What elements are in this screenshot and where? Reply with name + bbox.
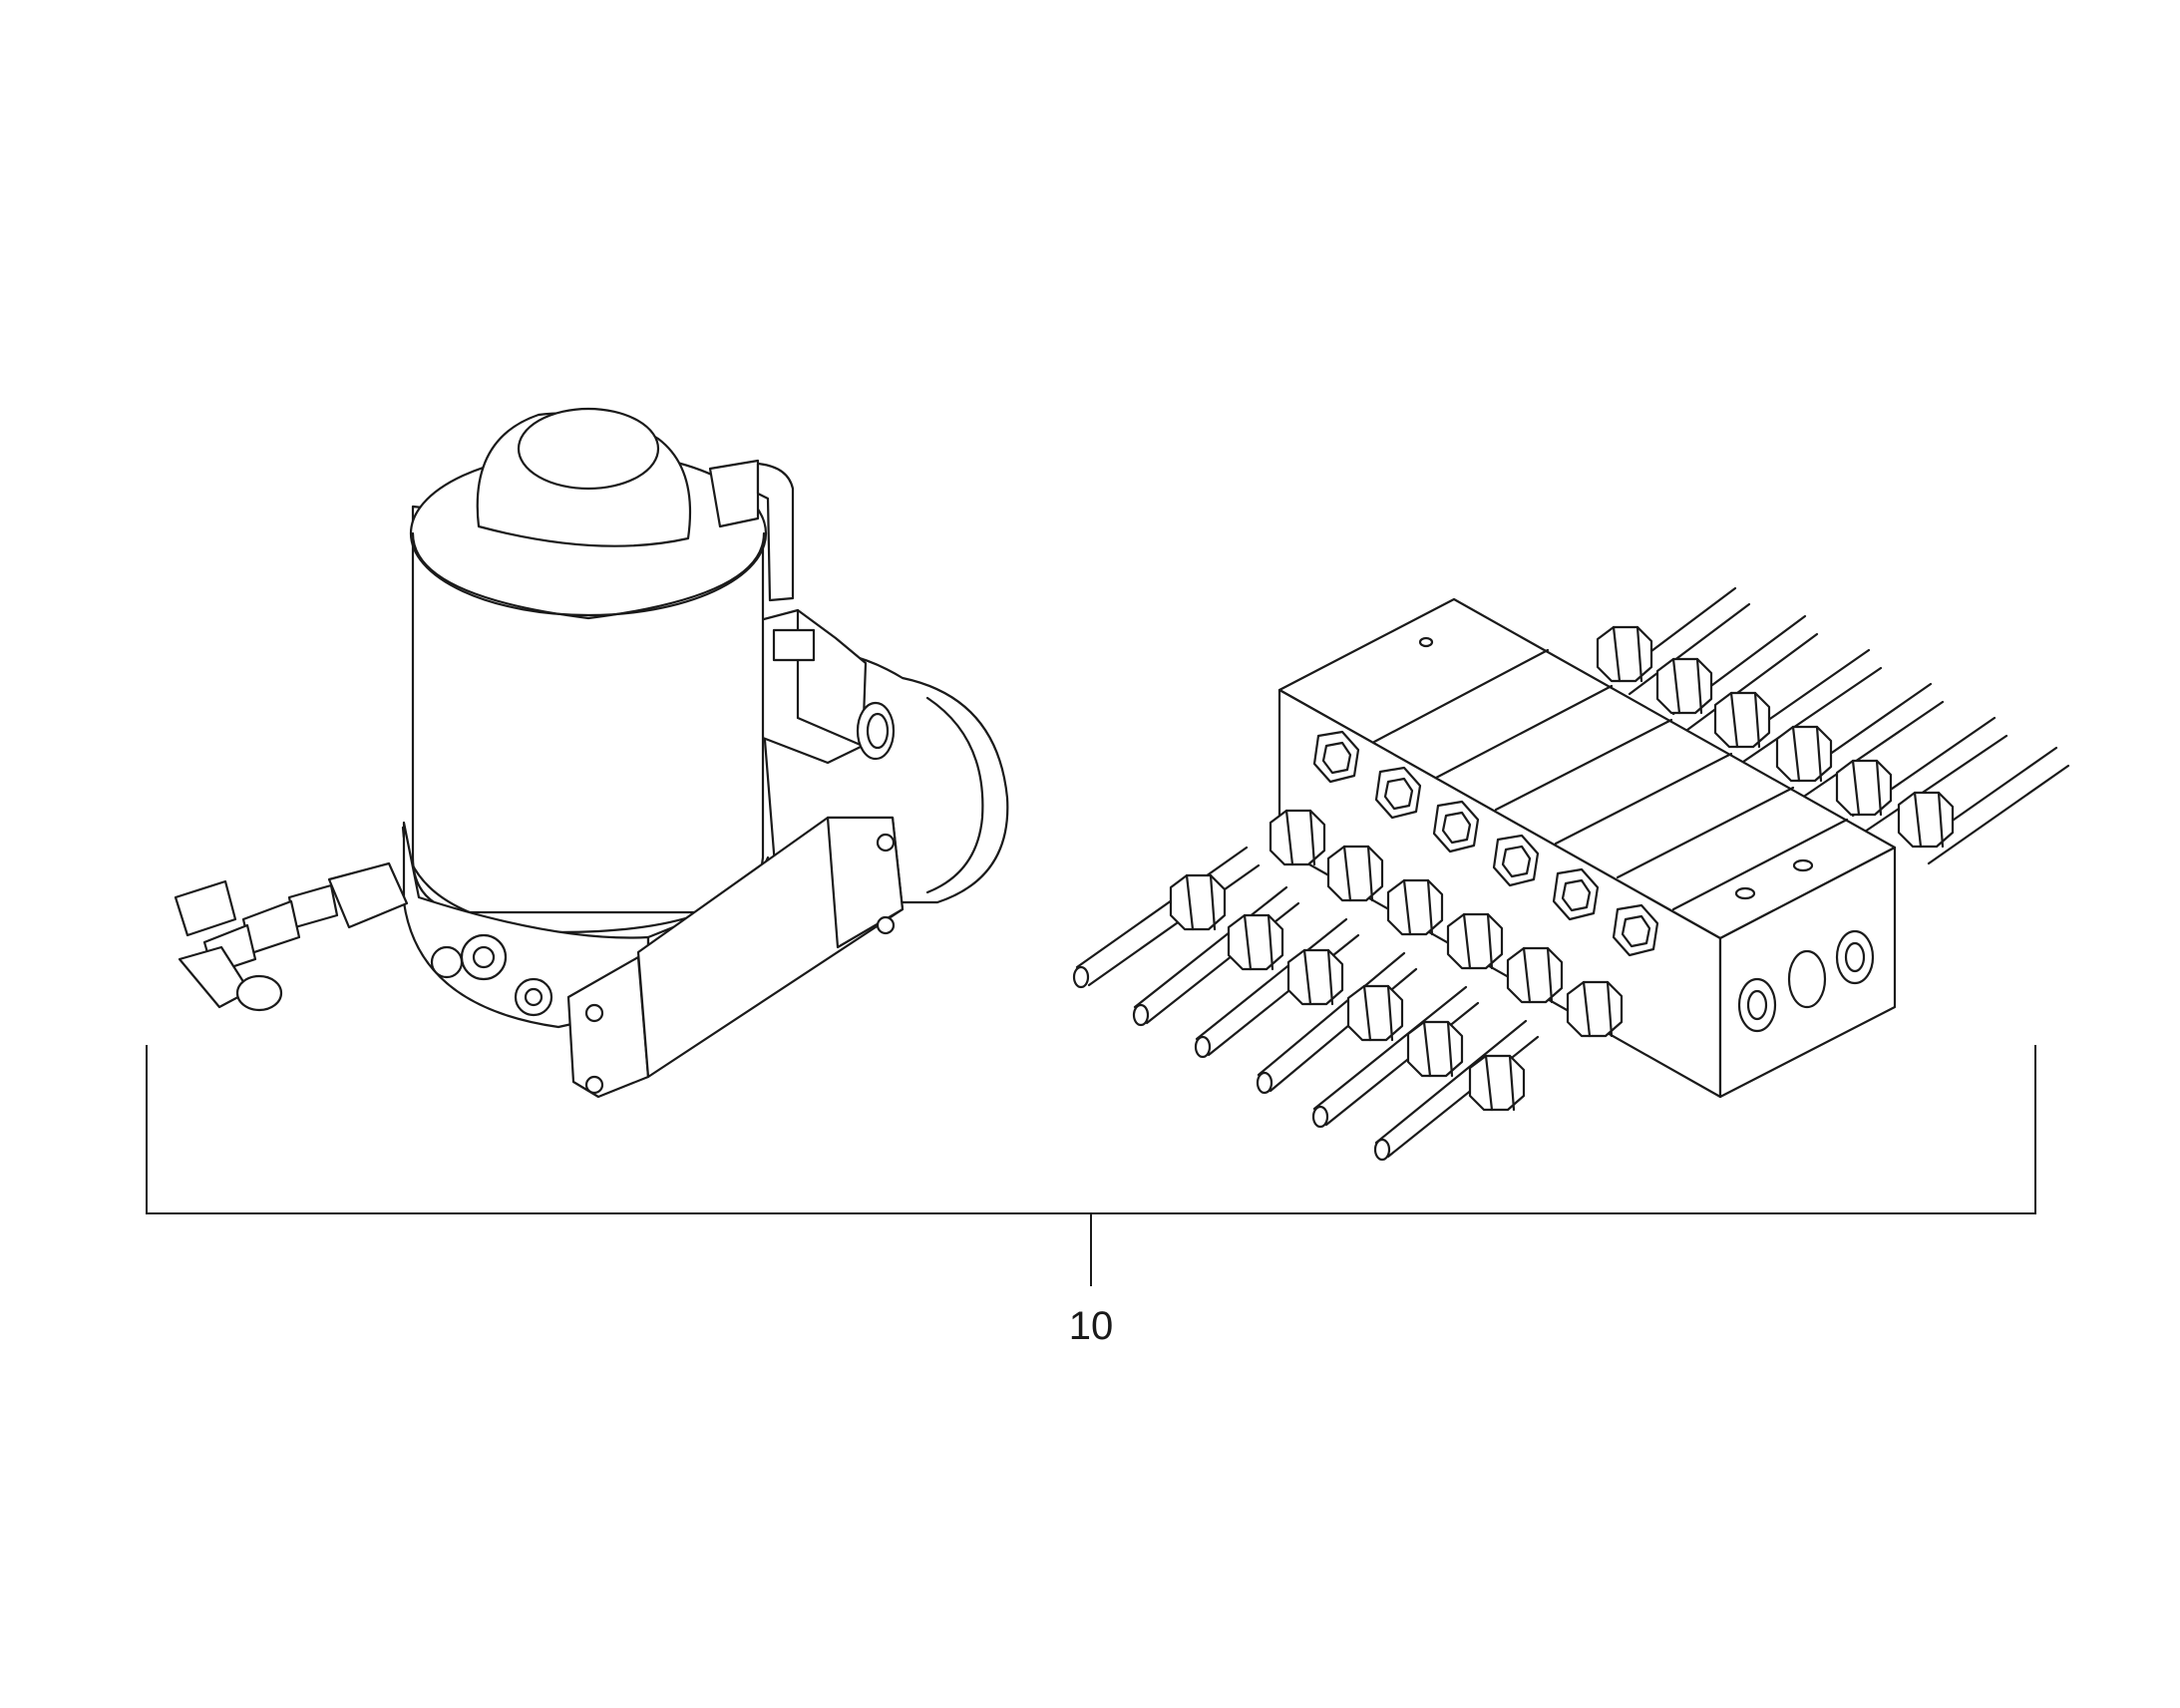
callout-10: 10: [146, 1045, 2036, 1348]
distributor-assembly: [1072, 586, 2070, 1162]
pump-assembly: [174, 407, 1009, 1099]
callout-label[interactable]: 10: [1069, 1304, 1114, 1348]
